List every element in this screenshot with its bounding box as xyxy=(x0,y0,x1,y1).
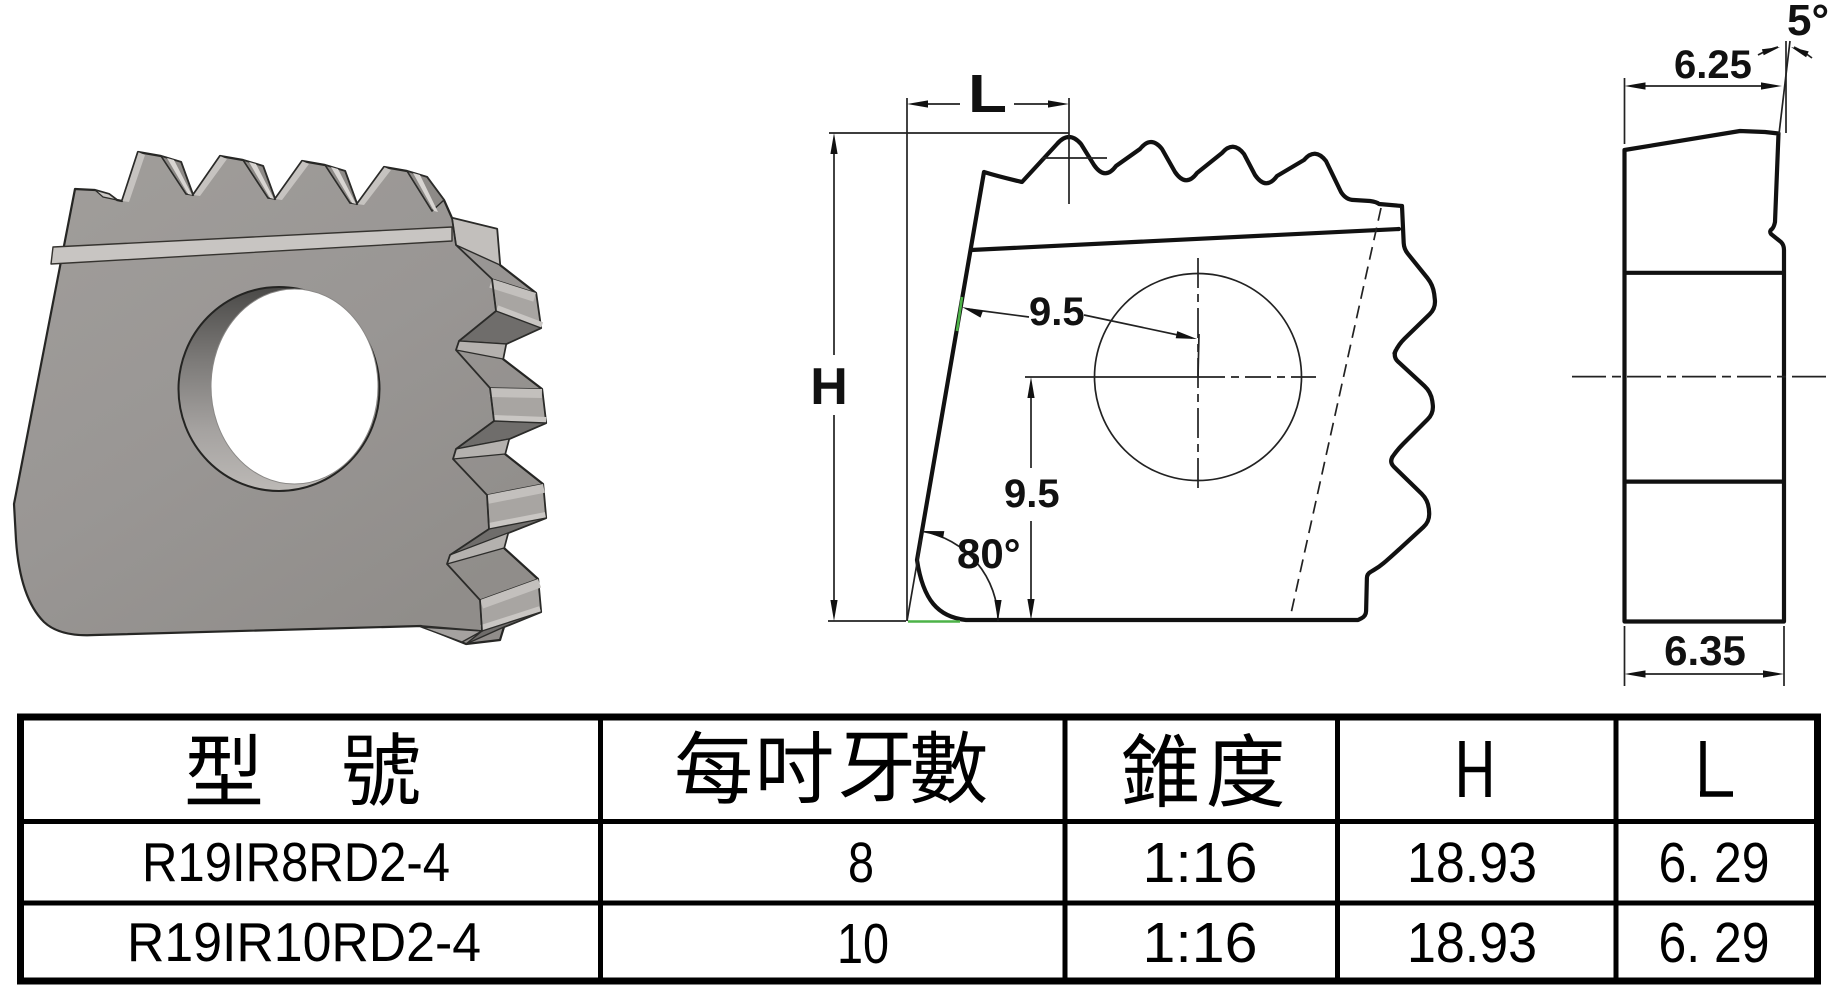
svg-text:6.25: 6.25 xyxy=(1674,43,1752,87)
svg-text:H: H xyxy=(810,358,848,416)
svg-text:18.93: 18.93 xyxy=(1407,831,1537,895)
svg-text:9.5: 9.5 xyxy=(1029,290,1085,334)
svg-text:8: 8 xyxy=(848,831,874,895)
svg-text:L: L xyxy=(968,64,1007,124)
svg-text:R19IR10RD2-4: R19IR10RD2-4 xyxy=(127,911,481,973)
svg-text:1:16: 1:16 xyxy=(1143,911,1258,975)
svg-text:6. 29: 6. 29 xyxy=(1659,911,1770,975)
svg-text:80°: 80° xyxy=(957,530,1021,577)
svg-text:9.5: 9.5 xyxy=(1004,472,1060,516)
svg-text:6.35: 6.35 xyxy=(1664,627,1746,674)
svg-text:5°: 5° xyxy=(1787,0,1828,45)
svg-text:10: 10 xyxy=(837,912,889,976)
svg-text:18.93: 18.93 xyxy=(1407,911,1537,975)
svg-text:R19IR8RD2-4: R19IR8RD2-4 xyxy=(142,831,450,893)
svg-text:1:16: 1:16 xyxy=(1143,831,1258,895)
svg-text:6. 29: 6. 29 xyxy=(1659,831,1770,895)
